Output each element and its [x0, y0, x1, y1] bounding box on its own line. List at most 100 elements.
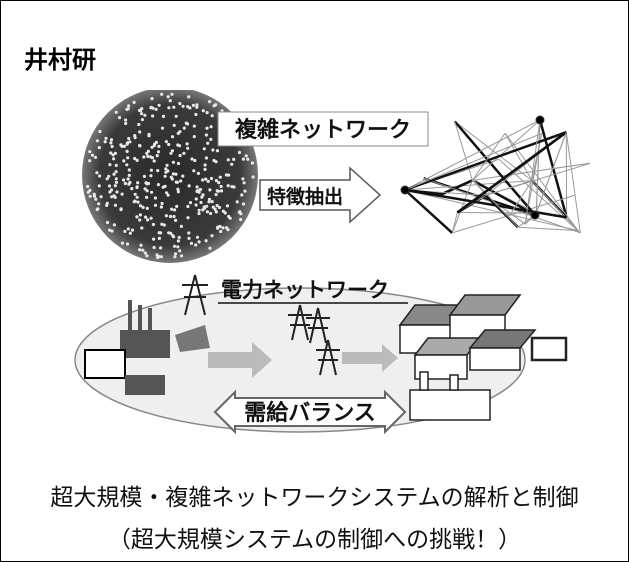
network-node [225, 204, 230, 208]
network-node [86, 184, 90, 189]
network-node [219, 184, 223, 189]
network-node [176, 239, 180, 243]
network-node [124, 118, 128, 122]
network-node [113, 151, 118, 155]
network-node [204, 239, 208, 243]
network-node [188, 201, 193, 205]
network-node [194, 243, 198, 247]
network-node [114, 177, 118, 181]
complex-network-graphic [82, 90, 258, 263]
network-node [122, 144, 126, 148]
network-node [107, 184, 112, 188]
network-node [219, 189, 224, 193]
network-node [110, 144, 114, 149]
network-node [179, 179, 183, 183]
network-node [152, 245, 156, 250]
network-node [109, 151, 113, 155]
network-node [137, 108, 142, 112]
network-node [92, 192, 96, 196]
complex-network-label: 複雑ネットワーク [235, 117, 411, 143]
network-node [133, 192, 137, 196]
network-node [136, 181, 140, 185]
power-grid-graphic [74, 274, 568, 433]
network-node [141, 205, 145, 209]
network-node [172, 235, 176, 239]
network-node [187, 95, 191, 99]
network-node [109, 141, 113, 145]
network-node [177, 144, 182, 148]
network-node [172, 123, 176, 127]
network-node [130, 228, 135, 232]
network-edge [404, 189, 579, 232]
network-node [147, 132, 151, 136]
network-node [177, 235, 181, 240]
network-node [244, 154, 248, 158]
network-node [203, 163, 207, 167]
network-node [164, 170, 168, 174]
network-node [113, 195, 117, 199]
network-node [103, 140, 107, 144]
network-node [142, 155, 146, 159]
feature-extraction-label: 特徴抽出 [267, 185, 343, 208]
network-node [246, 157, 250, 161]
network-node [172, 244, 177, 248]
network-node [94, 197, 98, 201]
network-node [175, 204, 179, 208]
network-edge [517, 226, 579, 232]
network-node [241, 202, 246, 206]
network-node [125, 107, 129, 111]
network-node [133, 199, 137, 203]
network-node [97, 146, 101, 150]
network-node [160, 92, 164, 96]
network-node [224, 173, 228, 177]
network-node [88, 188, 92, 192]
network-node [185, 142, 189, 146]
network-node [237, 150, 242, 155]
network-node [170, 92, 174, 96]
network-node [138, 248, 142, 252]
network-edge [456, 131, 568, 214]
network-node [205, 210, 209, 214]
network-node [112, 172, 116, 176]
network-node [88, 194, 92, 198]
supply-demand-arrow: 需給バランス [213, 389, 407, 435]
network-edge [441, 179, 473, 196]
network-node [151, 106, 155, 110]
network-node [165, 191, 169, 195]
network-node [204, 177, 208, 181]
network-node [164, 140, 168, 144]
network-node [208, 246, 212, 250]
network-node [198, 187, 203, 192]
network-node [111, 153, 115, 157]
network-edge [404, 189, 454, 234]
network-node [159, 246, 163, 250]
network-node [197, 208, 201, 212]
network-edge [535, 132, 567, 214]
network-node [204, 156, 208, 160]
network-node [112, 157, 116, 161]
network-node [173, 255, 177, 259]
network-node [149, 216, 153, 220]
network-node [153, 196, 157, 200]
network-node [218, 175, 222, 179]
network-node [171, 172, 175, 176]
network-node [209, 176, 214, 181]
network-node [186, 146, 190, 150]
network-edge [566, 217, 579, 231]
network-node [241, 177, 245, 181]
network-edge [404, 132, 542, 191]
network-node [119, 143, 123, 147]
network-node [105, 220, 110, 225]
network-node [167, 142, 171, 147]
network-edge [509, 180, 533, 215]
network-node [132, 100, 136, 104]
network-edge [453, 120, 536, 216]
network-edge [452, 194, 575, 234]
network-node [135, 185, 139, 190]
network-node [146, 218, 150, 222]
network-node [137, 122, 141, 127]
network-node [113, 184, 117, 188]
network-node [97, 202, 101, 206]
network-node [206, 141, 210, 145]
network-edge [471, 132, 506, 181]
